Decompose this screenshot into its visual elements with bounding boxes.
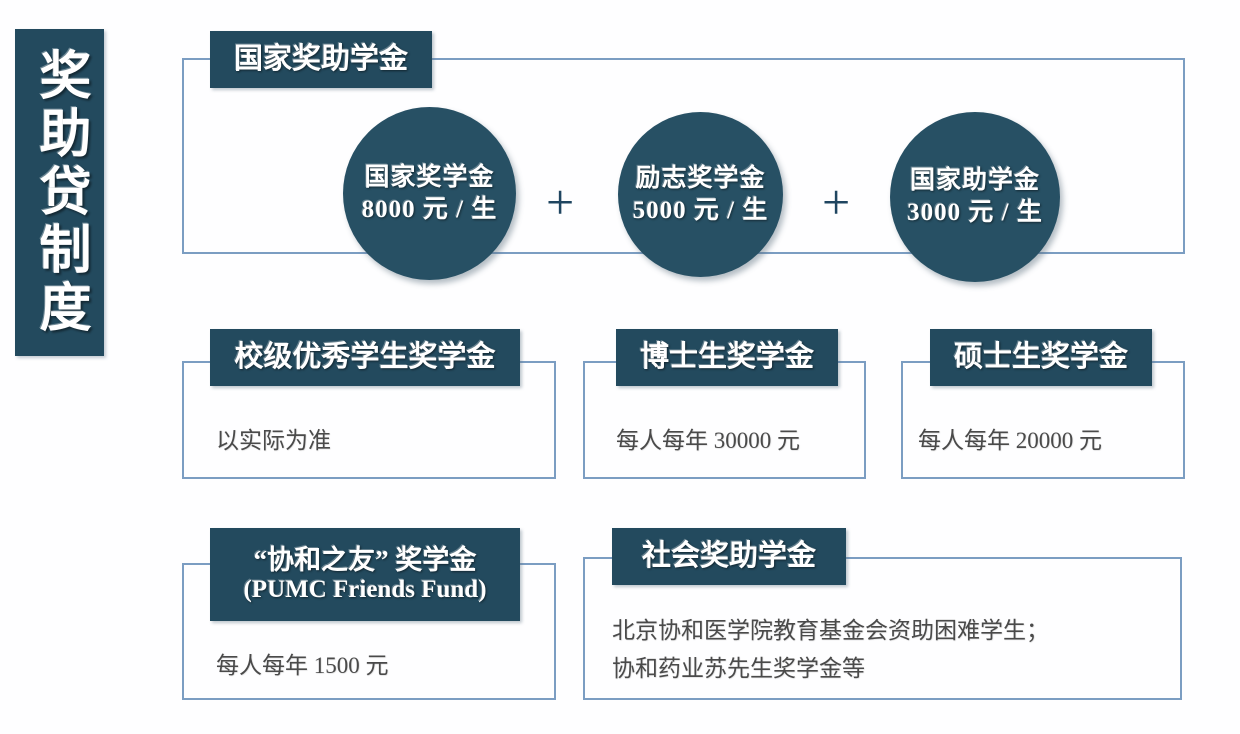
badge-pumc-friends-fund: “协和之友” 奖学金 (PUMC Friends Fund) (210, 528, 520, 621)
sidebar-title-text: 奖助贷制度 (31, 47, 89, 338)
text-doctoral-scholarship: 每人每年 30000 元 (616, 428, 800, 453)
badge-social-scholarships: 社会奖助学金 (612, 528, 846, 585)
circle-national-grant-name: 国家助学金 (909, 167, 1040, 194)
badge-pumc-friends-fund-line1: “协和之友” 奖学金 (253, 545, 477, 576)
circle-national-scholarship-name: 国家奖学金 (364, 163, 495, 191)
badge-school-excellent-scholarship-label: 校级优秀学生奖学金 (234, 341, 496, 374)
badge-pumc-friends-fund-line2: (PUMC Friends Fund) (243, 575, 487, 603)
circle-national-grant-amount: 3000 元 / 生 (907, 199, 1043, 226)
circle-national-scholarship-amount: 8000 元 / 生 (361, 195, 498, 223)
plus-operator-2: + (822, 174, 851, 230)
circle-inspirational-scholarship-name: 励志奖学金 (635, 164, 766, 192)
badge-school-excellent-scholarship: 校级优秀学生奖学金 (210, 329, 520, 386)
badge-national-scholarships-label: 国家奖助学金 (233, 43, 408, 76)
circle-national-scholarship: 国家奖学金 8000 元 / 生 (343, 107, 516, 280)
badge-masters-scholarship: 硕士生奖学金 (930, 329, 1152, 386)
panel-social-scholarships (583, 557, 1182, 700)
text-social-scholarships-line1: 北京协和医学院教育基金会资助困难学生； (612, 618, 1049, 643)
badge-doctoral-scholarship-label: 博士生奖学金 (639, 341, 814, 374)
circle-national-grant: 国家助学金 3000 元 / 生 (890, 112, 1060, 282)
text-masters-scholarship: 每人每年 20000 元 (918, 428, 1102, 453)
badge-social-scholarships-label: 社会奖助学金 (641, 540, 816, 573)
plus-operator-1: + (546, 174, 575, 230)
text-social-scholarships-line2: 协和药业苏先生奖学金等 (612, 656, 865, 681)
badge-doctoral-scholarship: 博士生奖学金 (616, 329, 838, 386)
circle-inspirational-scholarship-amount: 5000 元 / 生 (632, 196, 769, 224)
text-school-excellent-scholarship: 以实际为准 (216, 428, 331, 453)
badge-national-scholarships: 国家奖助学金 (210, 31, 432, 88)
text-pumc-friends-fund: 每人每年 1500 元 (216, 653, 389, 678)
circle-inspirational-scholarship: 励志奖学金 5000 元 / 生 (618, 112, 783, 277)
badge-masters-scholarship-label: 硕士生奖学金 (953, 341, 1128, 374)
sidebar-vertical-title: 奖助贷制度 (15, 29, 104, 356)
